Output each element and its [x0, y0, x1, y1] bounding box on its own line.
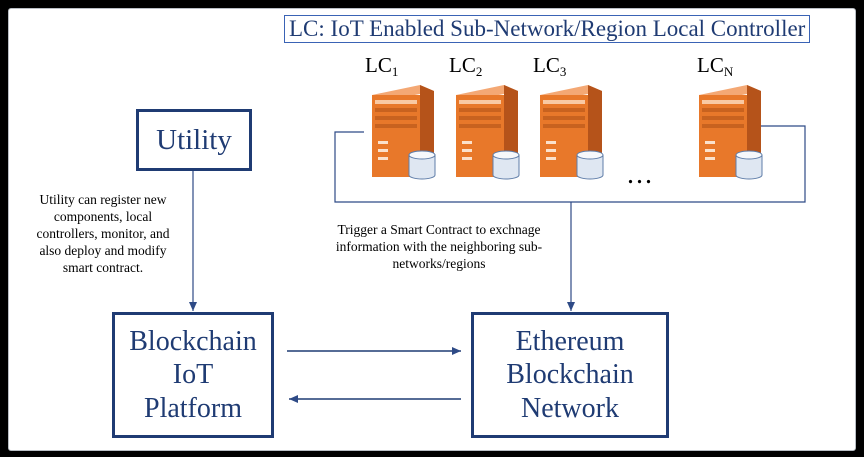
ethereum-label-line: Network: [521, 392, 619, 424]
server-icon-lc2: [456, 85, 520, 180]
ethereum-label-line: Ethereum: [515, 326, 625, 358]
trigger-note-line: Trigger a Smart Contract to exchnage: [337, 222, 541, 237]
lc-label-n: LCN: [697, 53, 734, 79]
trigger-note: Trigger a Smart Contract to exchnage inf…: [305, 221, 573, 272]
blockchain-iot-platform-box: Blockchain IoT Platform: [112, 312, 274, 438]
utility-label: Utility: [156, 123, 232, 156]
server-icon-lc1: [372, 85, 436, 180]
server-icon-lcn: [699, 85, 763, 180]
lc-label-3: LC3: [533, 53, 567, 79]
utility-note: Utility can register new components, loc…: [9, 191, 197, 276]
utility-box: Utility: [136, 109, 252, 171]
utility-note-line: Utility can register new: [39, 192, 167, 207]
platform-label-line: Platform: [144, 392, 242, 424]
more-controllers-ellipsis: ...: [627, 159, 654, 190]
utility-note-line: also deploy and modify: [39, 243, 167, 258]
ethereum-blockchain-network-box: Ethereum Blockchain Network: [471, 312, 669, 438]
lc-bus-line: [334, 125, 806, 203]
utility-note-line: components, local: [53, 209, 153, 224]
lc-label-2: LC2: [449, 53, 483, 79]
utility-note-line: smart contract.: [62, 260, 144, 275]
trigger-note-line: networks/regions: [392, 256, 486, 271]
lc-label-1: LC1: [365, 53, 399, 79]
ethereum-label-line: Blockchain: [506, 359, 634, 391]
platform-label-line: Blockchain: [129, 326, 257, 358]
utility-note-line: controllers, monitor, and: [36, 226, 170, 241]
diagram-canvas: LC: IoT Enabled Sub-Network/Region Local…: [8, 8, 856, 451]
trigger-note-line: information with the neighboring sub-: [335, 239, 543, 254]
platform-label-line: IoT: [172, 359, 214, 391]
server-icon-lc3: [540, 85, 604, 180]
connector-lines: [189, 125, 806, 403]
legend-title: LC: IoT Enabled Sub-Network/Region Local…: [284, 15, 811, 43]
